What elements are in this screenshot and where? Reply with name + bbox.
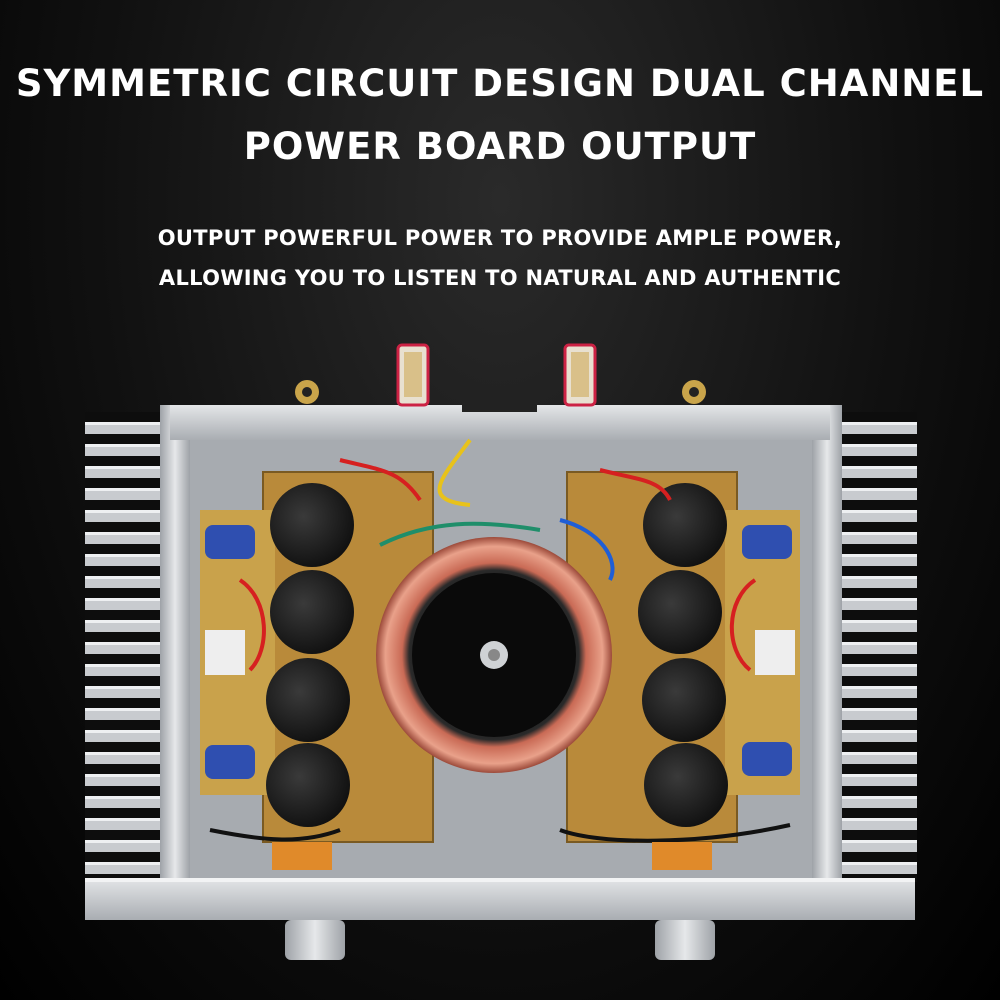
foot-right [655,920,715,960]
subline-line-1: OUTPUT POWERFUL POWER TO PROVIDE AMPLE P… [157,226,843,250]
right-terminal-block [652,842,712,870]
speaker-terminal-right [563,343,597,407]
headline: SYMMETRIC CIRCUIT DESIGN DUAL CHANNEL PO… [0,52,1000,178]
rca-right [682,380,706,404]
right-connector [755,630,795,675]
left-filter-capacitors [266,483,354,827]
toroidal-transformer [376,537,612,773]
left-connector [205,630,245,675]
chassis-front-panel [85,878,915,920]
right-filter-capacitors [638,483,728,827]
subline: OUTPUT POWERFUL POWER TO PROVIDE AMPLE P… [0,218,1000,298]
rca-left [295,380,319,404]
wiring [209,438,791,843]
right-heatsink [812,405,917,895]
amplifier-photo [85,343,917,960]
foot-left [285,920,345,960]
left-heatsink [85,405,190,895]
left-terminal-block [272,842,332,870]
power-inlet [462,398,537,412]
subline-line-2: ALLOWING YOU TO LISTEN TO NATURAL AND AU… [158,266,842,290]
blue-capacitors [205,525,792,779]
headline-line-2: POWER BOARD OUTPUT [243,125,757,168]
speaker-terminal-left [396,343,430,407]
headline-line-1: SYMMETRIC CIRCUIT DESIGN DUAL CHANNEL [15,62,985,105]
